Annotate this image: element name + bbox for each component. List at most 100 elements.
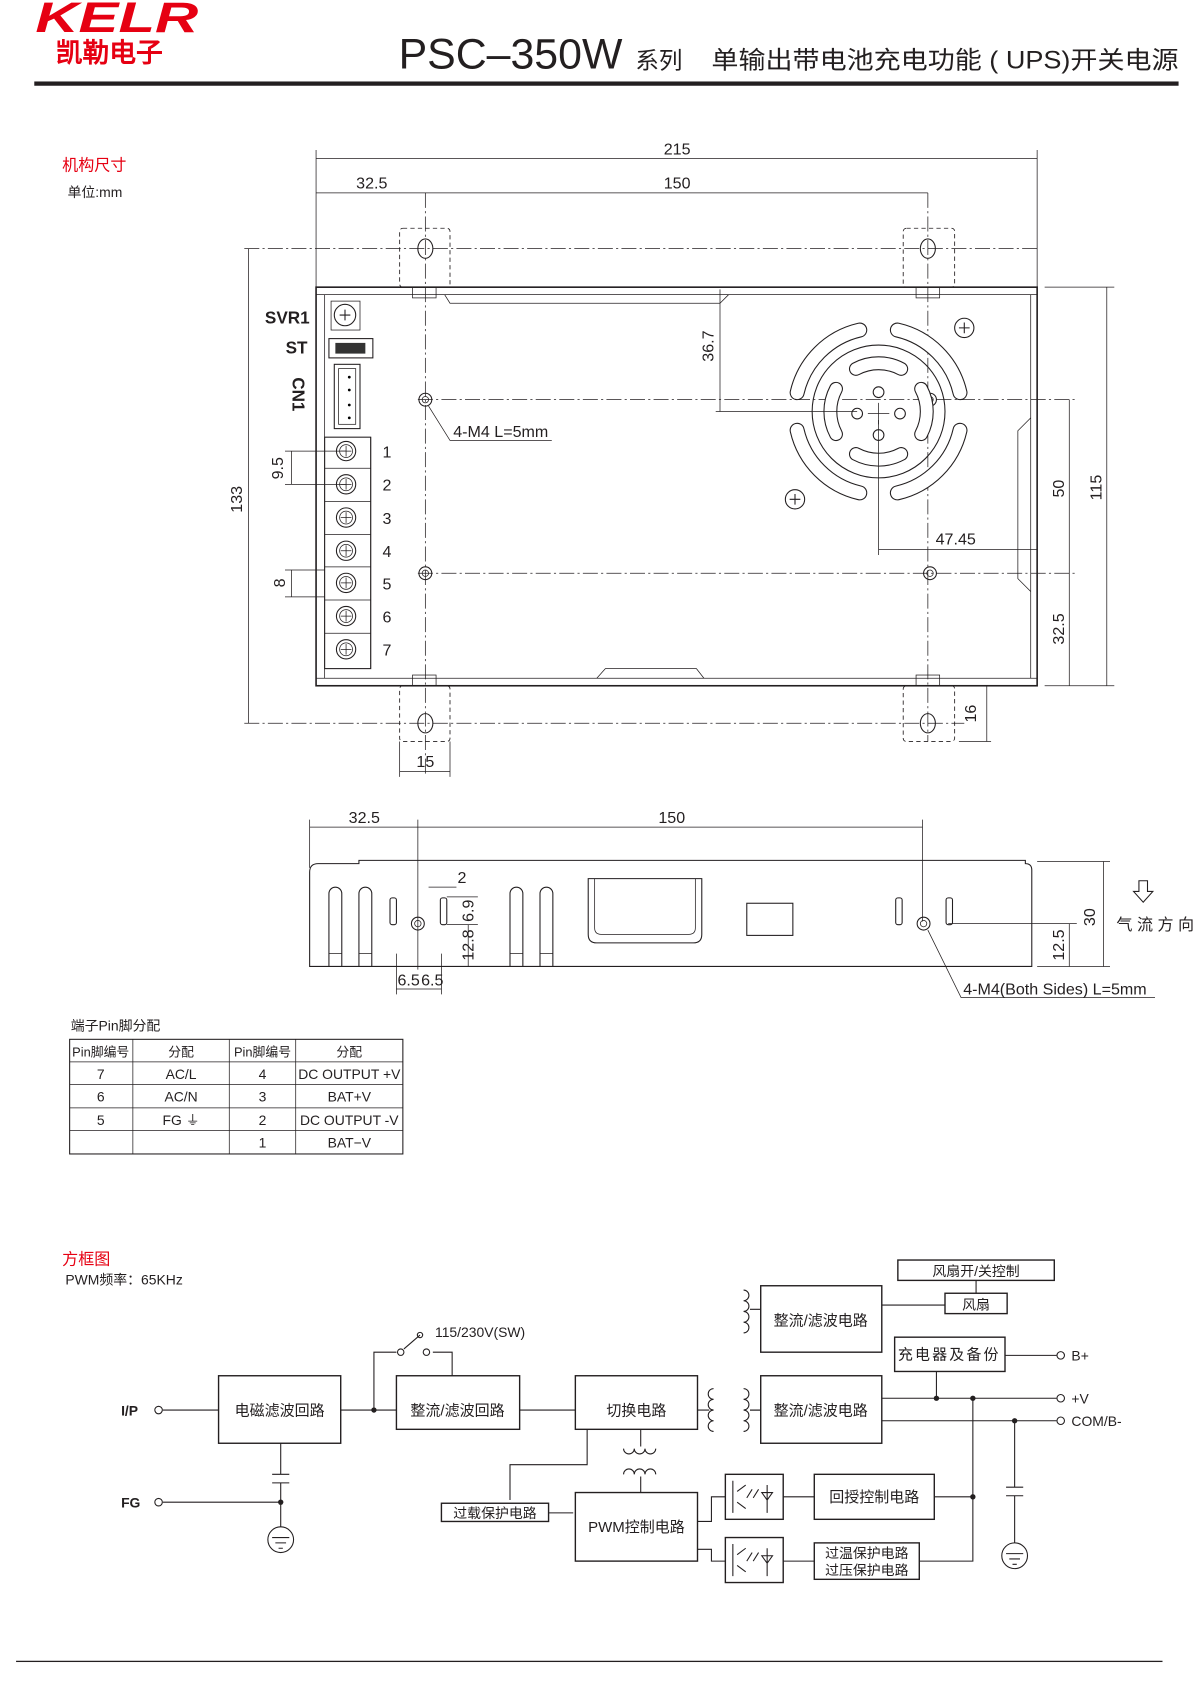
td: 5 [97,1112,105,1128]
unit-label: 单位:mm [68,184,123,200]
capacitor-icon [272,1473,290,1484]
connector-cn1-icon [333,363,361,430]
terminal-number: 3 [383,510,392,528]
dim-label-12-8: 12.8 [460,929,478,960]
dim-label-115: 115 [1087,475,1105,501]
header-rule [34,81,1179,86]
dim-label: 32.5 [356,175,387,193]
block-label: 风扇开/关控制 [932,1263,1019,1279]
th: Pin脚编号 [234,1044,291,1059]
mechanical-title: 机构尺寸 [62,156,126,174]
fg-terminal-icon [154,1497,163,1507]
optocoupler-icon [724,1473,784,1521]
td: 2 [259,1112,267,1128]
dim-label-36-7: 36.7 [700,330,718,361]
block-label: 电磁滤波回路 [235,1402,325,1419]
overload-block: 过载保护电路 [440,1502,550,1523]
output-v-plus: +V [1071,1391,1089,1407]
th: 分配 [336,1044,362,1059]
header: KELR 凯勒电子 PSC–350W 系列 单输出带电池充电功能 ( UPS)开… [34,0,1179,86]
model-title: PSC–350W [399,31,623,79]
td: 4 [259,1066,267,1082]
brand-name-cn: 凯勒电子 [56,38,163,68]
psu-body-side [309,859,1033,967]
dim-label: 150 [658,809,685,827]
voltage-switch-icon [328,338,374,359]
capacitor-icon [1006,1486,1024,1497]
dim-label-47-45: 47.45 [936,530,976,548]
dim-label-15: 15 [416,753,434,771]
block-diagram: 方框图 PWM频率：65KHz 115/230V(SW) I/P FG [62,1250,1122,1584]
block-label: 回授控制电路 [829,1489,919,1506]
dim-label-6-5: 6.5 [421,972,443,990]
cn1-label: CN1 [289,377,309,412]
dimension-215: 215 [315,140,1038,288]
terminal-number: 2 [383,477,392,495]
side-mount-note: 4-M4(Both Sides) L=5mm [963,980,1146,998]
pin-table-title: 端子Pin脚分配 [71,1018,161,1034]
footer-rule [16,1660,1163,1663]
output-terminal-icon [1056,1351,1065,1360]
fan-rectifier-block: 整流/滤波电路 [760,1285,883,1353]
input-label: I/P [121,1402,138,1418]
block-label: 过温保护电路 [825,1545,909,1561]
terminal-number: 4 [383,543,392,561]
output-terminal-icon [1056,1393,1065,1403]
td: FG ⏚ [163,1112,200,1128]
dim-label-133: 133 [228,486,246,513]
block-label: PWM控制电路 [588,1519,685,1536]
dim-label: 32.5 [349,809,380,827]
vent-slot [358,886,373,967]
block-label: 整流/滤波电路 [774,1312,868,1329]
vent-slot [328,886,343,967]
screw-icon [954,317,975,339]
block-diagram-title: 方框图 [62,1250,110,1268]
fan-block: 风扇 [944,1292,1008,1315]
dimension-32-5-150: 32.5 150 [316,175,928,194]
terminal-number: 6 [383,609,392,627]
block-label: 切换电路 [606,1402,666,1419]
dim-label-6-5: 6.5 [398,972,420,990]
vent-slot [539,886,554,967]
dim-label-9-5: 9.5 [269,457,287,479]
product-subtitle: 单输出带电池充电功能 ( UPS)开关电源 [711,47,1178,75]
pwm-frequency: PWM频率：65KHz [65,1272,182,1288]
td: 6 [97,1088,105,1104]
fg-label: FG [121,1495,140,1511]
td: 7 [97,1066,105,1082]
terminal-number: 5 [383,575,392,593]
pwm-control-block: PWM控制电路 [574,1491,699,1562]
protection-block: 过温保护电路 过压保护电路 [813,1542,920,1581]
block-label: 过载保护电路 [453,1505,537,1521]
td: BAT+V [328,1088,372,1104]
fan-control-block: 风扇开/关控制 [897,1259,1055,1282]
dim-label-8: 8 [271,578,289,587]
side-view-drawing: 32.5 150 2 6.9 12.8 6.5 6.5 30 12.5 气 流 … [309,809,1194,998]
ground-icon [1001,1542,1029,1570]
td: 1 [259,1135,267,1151]
terminal-screw-icon [324,467,371,495]
vent-slot [509,886,524,967]
block-label: 充电器及备份 [898,1347,1001,1364]
transformer-icon [623,1289,750,1475]
dim-label-2: 2 [458,869,467,887]
terminal-screw-icon [324,501,371,528]
screw-icon [784,489,806,510]
svr1-label: SVR1 [265,308,310,328]
terminal-screw-icon [324,566,371,594]
td: DC OUTPUT -V [300,1112,399,1128]
handle-cutout [587,878,703,944]
psu-body-top [315,286,1038,687]
mounting-tabs [399,227,956,742]
block-label: 过压保护电路 [825,1562,909,1578]
th: 分配 [168,1044,194,1059]
label-window [746,902,794,936]
potentiometer-icon [330,300,361,331]
top-view-drawing: 215 32.5 150 [228,140,1115,777]
input-terminal-icon [154,1405,163,1415]
output-terminal-icon [1056,1416,1065,1426]
switch-label: 115/230V(SW) [435,1324,525,1340]
input-rectifier-block: 整流/滤波回路 [395,1375,521,1431]
series-label: 系列 [635,48,682,74]
